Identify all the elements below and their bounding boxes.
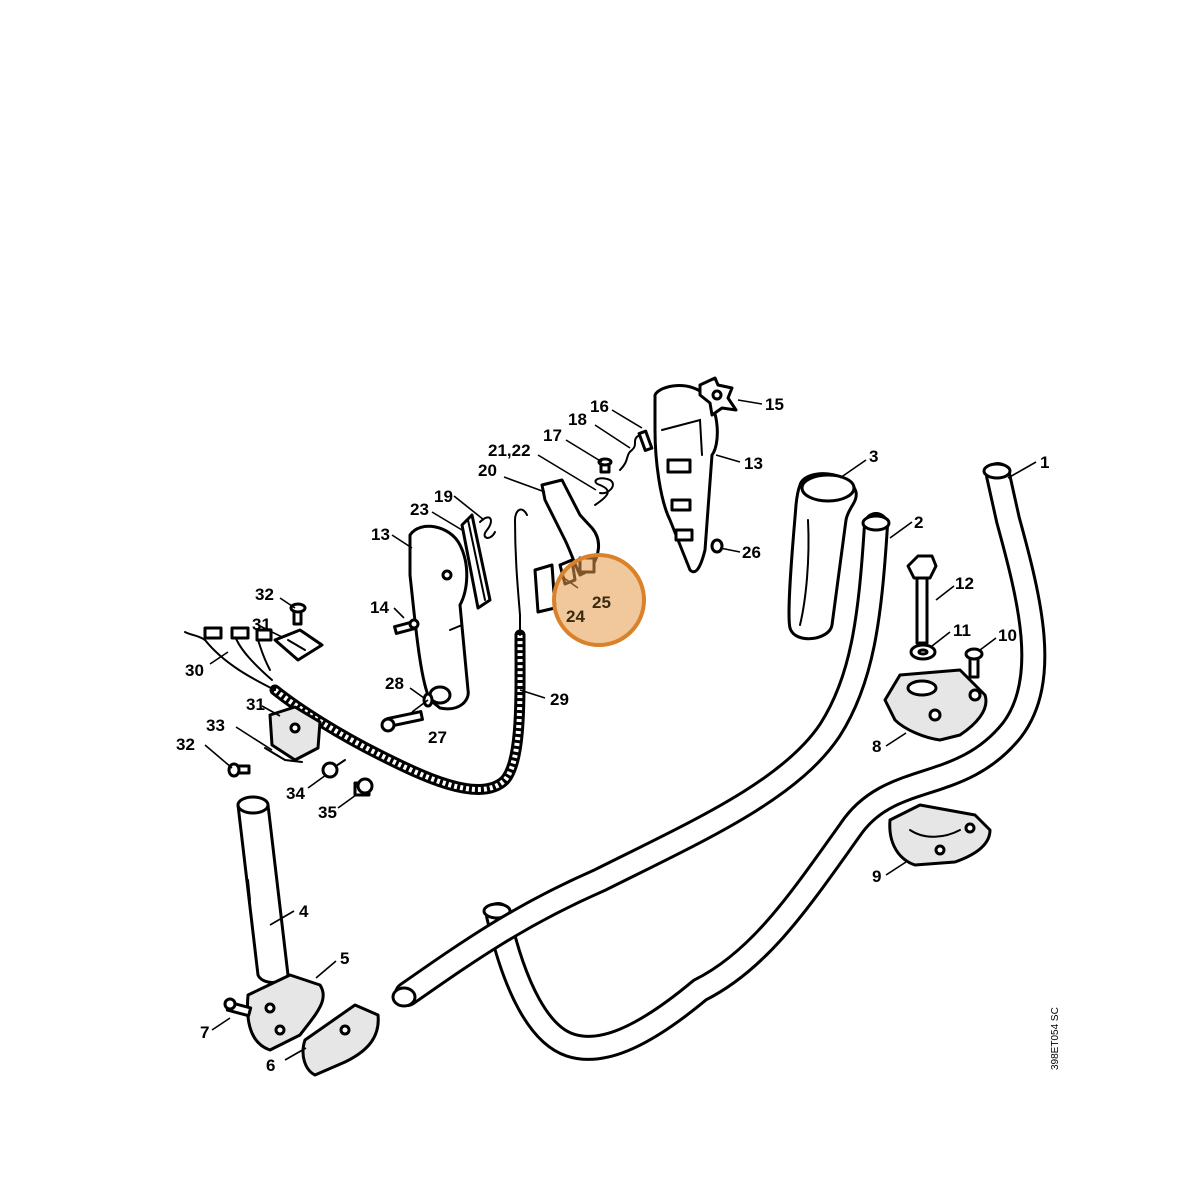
callout-9: 9 xyxy=(872,867,881,886)
highlight-marker xyxy=(552,553,646,647)
spring-19[interactable] xyxy=(479,516,496,539)
callout-31-bottom: 31 xyxy=(246,695,265,714)
callout-18: 18 xyxy=(568,410,587,429)
callout-33: 33 xyxy=(206,716,225,735)
callout-30: 30 xyxy=(185,661,204,680)
callout-26: 26 xyxy=(742,543,761,562)
wiring-harness[interactable] xyxy=(184,626,276,691)
callout-11: 11 xyxy=(953,621,971,640)
callout-13-left: 13 xyxy=(371,525,390,544)
screw-16[interactable] xyxy=(637,429,654,452)
callout-29: 29 xyxy=(550,690,569,709)
callout-28: 28 xyxy=(385,674,404,693)
ring-terminal-34[interactable] xyxy=(321,759,346,779)
callout-15: 15 xyxy=(765,395,784,414)
screw-32-top[interactable] xyxy=(289,602,307,626)
callout-19: 19 xyxy=(434,487,453,506)
callout-34: 34 xyxy=(286,784,305,803)
callout-31-top: 31 xyxy=(252,615,271,634)
spring-18[interactable] xyxy=(619,435,639,471)
washer-11[interactable] xyxy=(909,643,937,661)
callout-6: 6 xyxy=(266,1056,275,1075)
callout-labels: 1 2 3 4 5 6 7 8 9 10 11 12 13 13 14 15 1… xyxy=(176,395,1049,1075)
clamp-8[interactable] xyxy=(883,668,988,742)
callout-35: 35 xyxy=(318,803,337,822)
callout-3: 3 xyxy=(869,447,878,466)
callout-17: 17 xyxy=(543,426,562,445)
callout-13-right: 13 xyxy=(744,454,763,473)
screw-32-bottom[interactable] xyxy=(227,762,251,778)
leader-lines xyxy=(204,399,1037,1061)
callout-32-bottom: 32 xyxy=(176,735,195,754)
throttle-cable[interactable] xyxy=(269,508,528,795)
handle-housing-right[interactable] xyxy=(653,384,719,574)
bolt-12[interactable] xyxy=(906,554,938,645)
callout-2: 2 xyxy=(914,513,923,532)
nut-26[interactable] xyxy=(710,538,724,554)
callout-25: 25 xyxy=(592,593,611,612)
callout-4: 4 xyxy=(299,902,309,921)
reference-code: 398ET054 SC xyxy=(1050,1007,1061,1070)
screw-27[interactable] xyxy=(380,710,424,733)
callout-10: 10 xyxy=(998,626,1017,645)
bracket-33[interactable] xyxy=(264,747,303,763)
torsion-spring-21-22[interactable] xyxy=(594,477,614,506)
callout-21-22: 21,22 xyxy=(488,441,531,460)
clamp-screw-7[interactable] xyxy=(223,997,253,1018)
callout-7: 7 xyxy=(200,1023,209,1042)
star-knob[interactable] xyxy=(698,376,738,417)
callout-12: 12 xyxy=(955,574,974,593)
callout-24: 24 xyxy=(566,607,585,626)
lever-23[interactable] xyxy=(460,513,492,610)
handle-housing-left[interactable] xyxy=(408,524,470,711)
callout-32-top: 32 xyxy=(255,585,274,604)
screw-35[interactable] xyxy=(353,777,374,797)
screw-17[interactable] xyxy=(597,457,613,474)
contact-plate-24[interactable] xyxy=(533,563,557,614)
screw-10[interactable] xyxy=(964,647,984,679)
clamp-upper[interactable] xyxy=(245,973,325,1052)
vertical-tube[interactable] xyxy=(236,795,290,984)
callout-14: 14 xyxy=(370,598,389,617)
switch-31-bottom[interactable] xyxy=(268,705,322,762)
handle-tube[interactable] xyxy=(391,512,891,1008)
switch-31-top[interactable] xyxy=(273,628,324,662)
callout-16: 16 xyxy=(590,397,609,416)
callout-5: 5 xyxy=(340,949,349,968)
handlebar-tube[interactable] xyxy=(482,462,1047,1061)
callout-8: 8 xyxy=(872,737,881,756)
callout-20: 20 xyxy=(478,461,497,480)
screw-14[interactable] xyxy=(393,618,420,635)
clamp-lower[interactable] xyxy=(301,1003,380,1077)
clamp-9[interactable] xyxy=(888,803,992,867)
callout-1: 1 xyxy=(1040,453,1049,472)
callout-27: 27 xyxy=(428,728,447,747)
callout-23: 23 xyxy=(410,500,429,519)
grip[interactable] xyxy=(787,472,858,641)
